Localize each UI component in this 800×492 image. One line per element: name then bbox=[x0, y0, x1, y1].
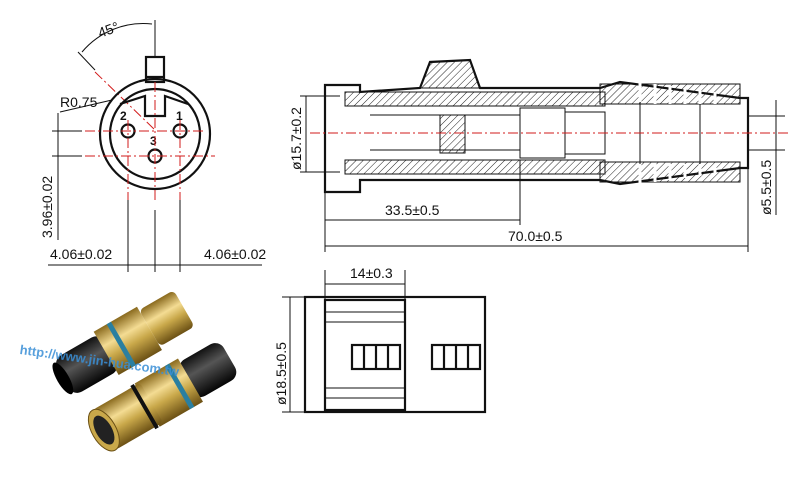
insert-length: 33.5±0.5 bbox=[385, 202, 440, 218]
vertical-pin-spacing: 3.96±0.02 bbox=[39, 176, 55, 238]
left-pin-spacing: 4.06±0.02 bbox=[50, 246, 112, 262]
angle-arc bbox=[81, 23, 153, 53]
pin-3-label: 3 bbox=[150, 134, 157, 148]
front-diameter: ø15.7±0.2 bbox=[288, 107, 304, 170]
outer-shell bbox=[98, 77, 212, 191]
bottom-diameter: ø18.5±0.5 bbox=[273, 342, 289, 405]
angle-label: 45° bbox=[96, 18, 121, 40]
side-section-view: ø15.7±0.2 ø5.5±0.5 33.5±0.5 70.0±0.5 bbox=[288, 58, 790, 252]
pin-1-label: 1 bbox=[176, 109, 183, 123]
overall-length: 70.0±0.5 bbox=[508, 228, 563, 244]
bottom-width: 14±0.3 bbox=[350, 265, 393, 281]
product-photo: http://www.jin-hua.com.tw bbox=[19, 292, 237, 452]
front-view: 45° R0.75 1 2 3 3.96±0.02 4.06±0.02 4.06… bbox=[39, 18, 266, 272]
right-pin-spacing: 4.06±0.02 bbox=[204, 246, 266, 262]
bottom-view: 14±0.3 ø18.5±0.5 bbox=[273, 265, 487, 414]
pin-2-label: 2 bbox=[120, 109, 127, 123]
cable-diameter: ø5.5±0.5 bbox=[758, 160, 774, 215]
